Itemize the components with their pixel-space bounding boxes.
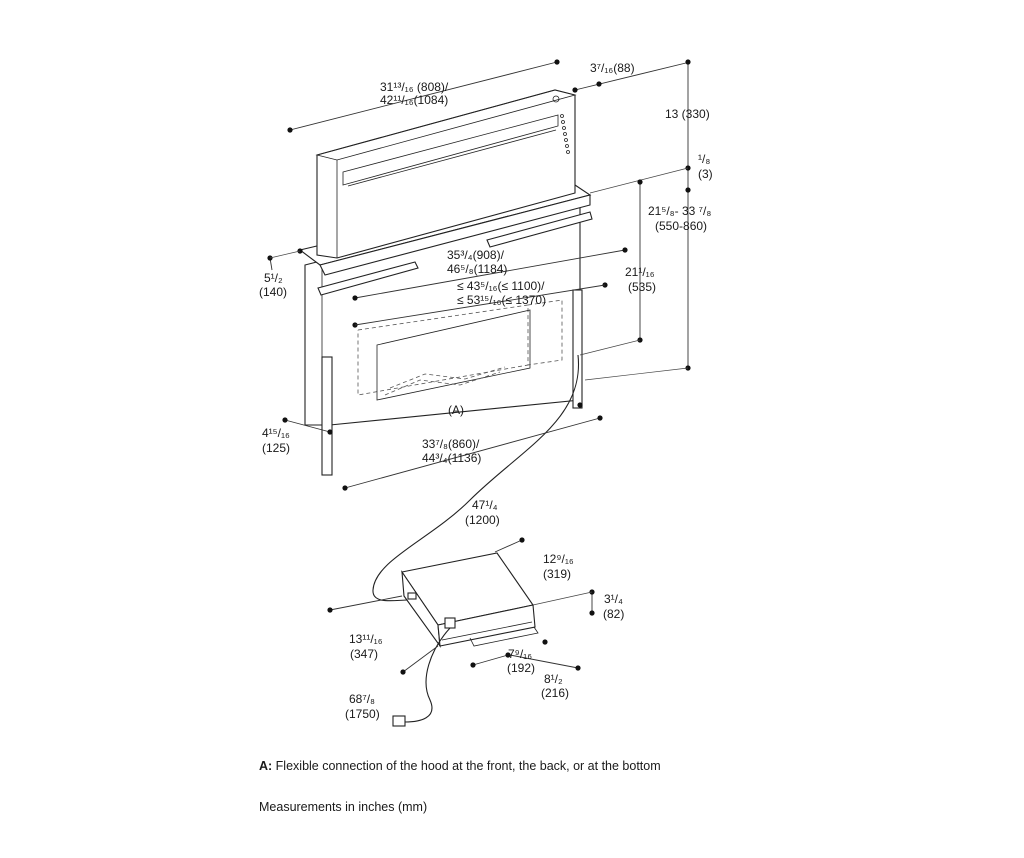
label-cable-length-mm: (1200) [465,513,500,527]
label-width-top-2: 42¹¹/₁₆(1084) [380,93,448,107]
units-note: Measurements in inches (mm) [259,800,428,814]
connection-cable [372,354,580,602]
label-power-cord: 68⁷/₈ [349,692,375,706]
label-lift: 21⁵/₈- 33 ⁷/₈ [648,204,711,218]
label-width-top: 31¹³/₁₆ (808)/ [380,80,449,94]
label-motor-height: 3¹/₄ [604,592,623,606]
label-motor-width-mm: (319) [543,567,571,581]
label-rim-mm: (3) [698,167,713,181]
label-bracket-depth: 4¹⁵/₁₆ [262,426,290,440]
label-body-height: 21¹/₁₆ [625,265,655,279]
label-depth-top: 3⁷/₁₆(88) [590,61,635,75]
label-lift-mm: (550-860) [655,219,707,233]
motor-unit [401,552,539,648]
footnote-text: Flexible connection of the hood at the f… [272,759,661,773]
label-side-depth-mm: (140) [259,285,287,299]
label-power-cord-mm: (1750) [345,707,380,721]
label-rim: ¹/₈ [698,152,710,166]
label-motor-length-mm: (347) [350,647,378,661]
label-motor-depth-mm: (216) [541,686,569,700]
dimension-lines [267,59,691,675]
label-motor-length: 13¹¹/₁₆ [349,632,383,646]
filter-opening [376,309,531,401]
downdraft-hood [298,89,593,476]
label-motor-depth: 8¹/₂ [544,672,563,686]
hood-intake-slot [342,114,559,186]
label-height-total: 13 (330) [665,107,710,121]
label-side-depth: 5¹/₂ [264,271,283,285]
label-motor-foot: 7⁹/₁₆ [508,647,532,661]
label-bottom-width: 33⁷/₈(860)/ [422,437,480,451]
footnote-key: A: [259,759,273,773]
label-flex-connection: (A) [448,403,464,417]
label-cutout-width-2: 46⁵/₈(1184) [447,262,507,276]
label-bracket-depth-mm: (125) [262,441,290,455]
label-cutout-width: 35³/₄(908)/ [447,248,505,262]
control-panel-icon [552,95,570,154]
label-motor-width: 12⁹/₁₆ [543,552,574,566]
label-cutout-max: ≤ 43⁵/₁₆(≤ 1100)/ [457,279,545,293]
label-motor-foot-mm: (192) [507,661,535,675]
label-cable-length: 47¹/₄ [472,498,498,512]
label-body-height-mm: (535) [628,280,656,294]
label-motor-height-mm: (82) [603,607,624,621]
plug-icon [392,715,406,727]
footnote-flexible-connection: A: Flexible connection of the hood at th… [259,759,661,773]
dimension-labels: 31¹³/₁₆ (808)/ 42¹¹/₁₆(1084) 3⁷/₁₆(88) 1… [259,61,713,721]
label-bottom-width-2: 44³/₄(1136) [422,451,481,465]
label-cutout-max-2: ≤ 53¹⁵/₁₆(≤ 1370) [457,293,546,307]
